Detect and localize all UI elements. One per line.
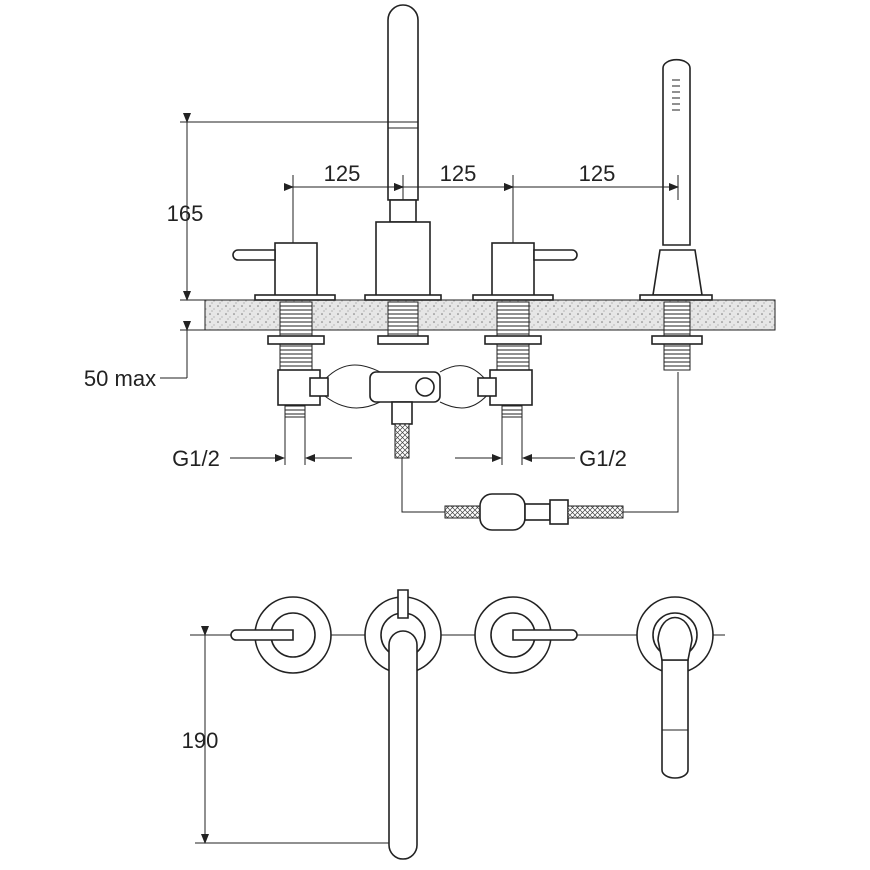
dimension-spout-height: 165 xyxy=(167,201,204,226)
dimension-spacing-3: 125 xyxy=(579,161,616,186)
dimension-lines xyxy=(160,113,679,462)
dimension-spout-projection: 190 xyxy=(182,728,219,753)
dimension-deck-thickness: 50 max xyxy=(84,366,156,391)
right-valve xyxy=(472,242,578,465)
dimension-connection-right: G1/2 xyxy=(579,446,627,471)
dimension-spacing-2: 125 xyxy=(440,161,477,186)
left-valve xyxy=(232,242,336,465)
diverter-assembly xyxy=(309,364,497,459)
shower-hose xyxy=(401,372,679,531)
dimension-connection-left: G1/2 xyxy=(172,446,220,471)
hand-shower xyxy=(639,58,713,371)
plan-view xyxy=(190,589,725,860)
dimension-spacing-1: 125 xyxy=(324,161,361,186)
spout xyxy=(364,4,442,345)
